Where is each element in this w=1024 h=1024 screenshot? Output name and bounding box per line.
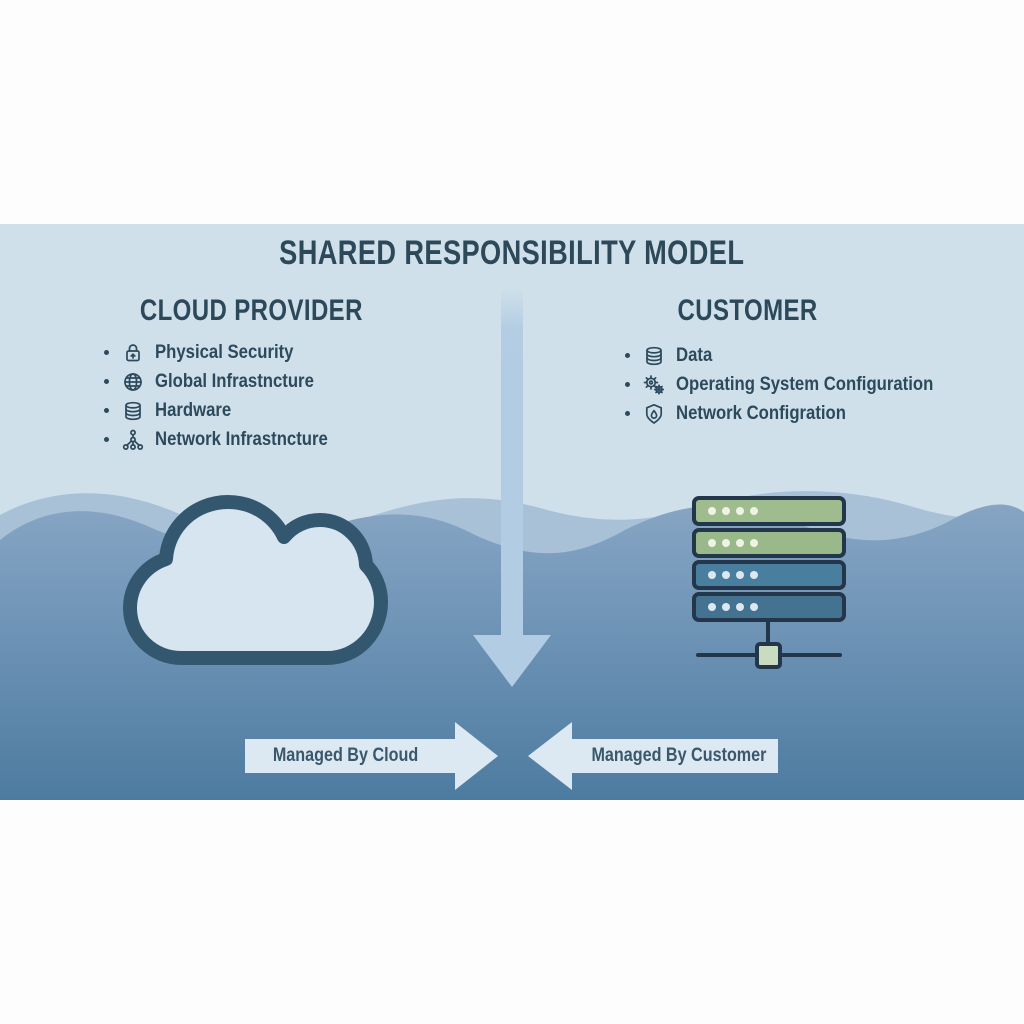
page-title-text: SHARED RESPONSIBILITY MODEL: [279, 234, 745, 272]
bullet-dot: [104, 379, 109, 384]
bullet-dot: [104, 437, 109, 442]
down-arrow-head: [473, 635, 551, 687]
list-item: Network Infrastncture: [104, 425, 351, 454]
bullet-dot: [104, 350, 109, 355]
bullet-dot: [625, 411, 630, 416]
network-icon: [121, 428, 145, 452]
shield-icon: [642, 402, 666, 426]
list-item: Network Configration: [625, 399, 968, 428]
managed-by-cloud-label: Managed By Cloud: [272, 745, 419, 766]
managed-by-customer-label: Managed By Customer: [591, 745, 767, 766]
page-title: SHARED RESPONSIBILITY MODEL: [0, 234, 1024, 273]
list-item: Data: [625, 341, 968, 370]
list-item: Physical Security: [104, 338, 351, 367]
cloud-icon: [123, 495, 388, 665]
database-icon: [642, 344, 666, 368]
list-item: Hardware: [104, 396, 351, 425]
list-item: Global Infrastncture: [104, 367, 351, 396]
server-stack-icon: [692, 496, 846, 669]
gears-icon: [642, 373, 666, 397]
cloud-provider-list: Physical Security Global Infrastncture: [104, 338, 351, 454]
list-item: Operating System Configuration: [625, 370, 968, 399]
bullet-dot: [625, 353, 630, 358]
customer-heading: CUSTOMER: [677, 294, 819, 327]
lock-icon: [121, 341, 145, 365]
bullet-dot: [625, 382, 630, 387]
customer-list: Data Operating System Configuration: [625, 341, 968, 428]
database-icon: [121, 399, 145, 423]
down-arrow-shaft: [501, 288, 523, 636]
diagram-band: SHARED RESPONSIBILITY MODEL CLOUD PROVID…: [0, 224, 1024, 800]
cloud-provider-heading: CLOUD PROVIDER: [139, 294, 363, 327]
globe-icon: [121, 370, 145, 394]
server-leds: [708, 507, 758, 547]
bullet-dot: [104, 408, 109, 413]
